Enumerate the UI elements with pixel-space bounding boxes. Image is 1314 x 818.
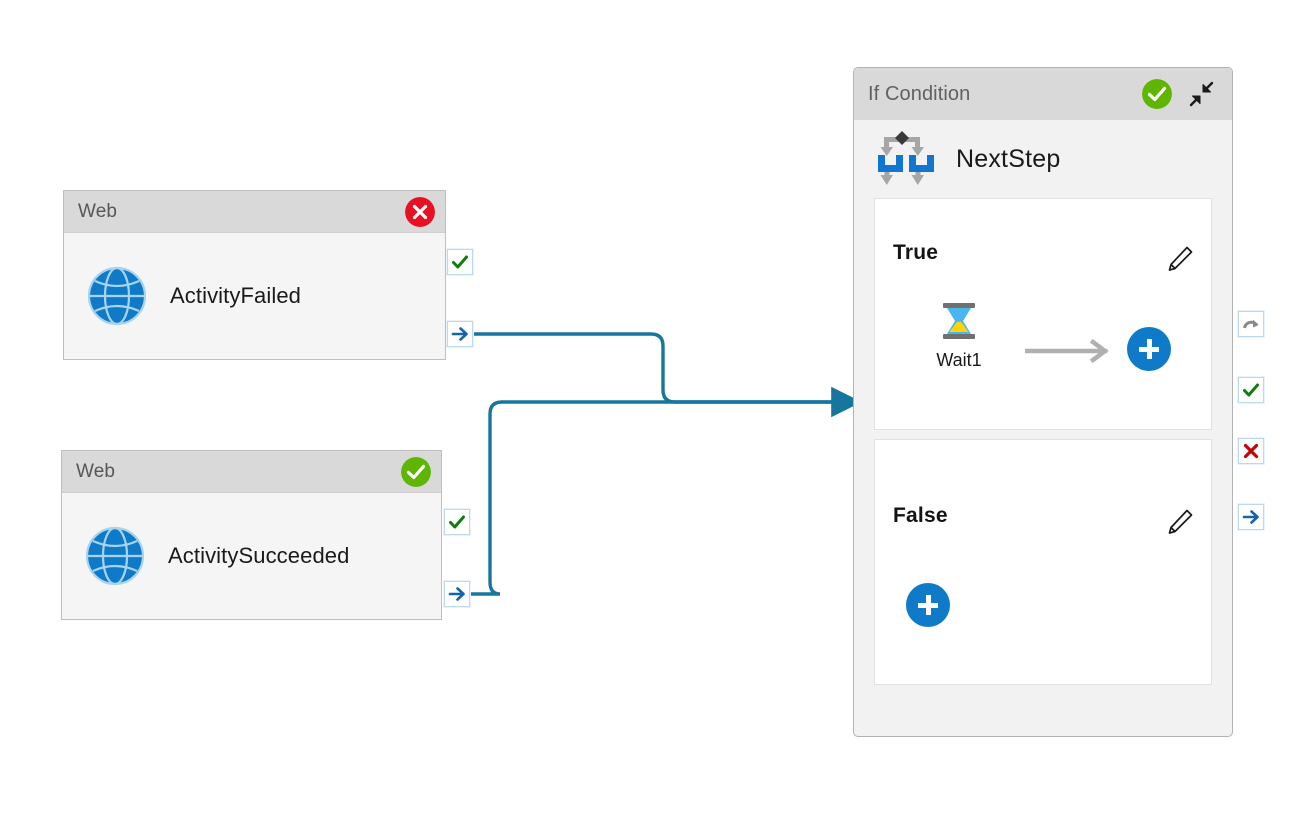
retry-arrow-icon xyxy=(1242,319,1259,329)
branch-title-true: True xyxy=(893,241,939,264)
arrow-right-icon xyxy=(1242,510,1259,524)
step-label: NextStep xyxy=(956,144,1061,173)
success-handle-failed[interactable] xyxy=(447,249,473,275)
success-circle-icon xyxy=(1142,79,1172,109)
failure-handle-if[interactable] xyxy=(1238,438,1264,464)
card-title: Web xyxy=(76,460,116,482)
activity-node-wait1[interactable]: Wait1 xyxy=(911,299,1007,371)
success-handle-if[interactable] xyxy=(1238,377,1264,403)
card-header: Web xyxy=(64,191,445,233)
next-handle-if[interactable] xyxy=(1238,504,1264,530)
error-x-icon xyxy=(1243,443,1259,459)
success-handle-succeeded[interactable] xyxy=(444,509,470,535)
collapse-diagonal-icon[interactable] xyxy=(1186,79,1216,109)
arrow-right-icon xyxy=(448,587,465,601)
hourglass-icon xyxy=(943,303,975,339)
node-label: Wait1 xyxy=(936,350,982,370)
next-handle-succeeded[interactable] xyxy=(444,581,470,607)
check-icon xyxy=(452,255,468,269)
card-body: ActivityFailed xyxy=(64,233,445,359)
add-activity-true-button[interactable] xyxy=(1127,327,1171,371)
activity-card-succeeded[interactable]: Web ActivitySucceeded xyxy=(61,450,442,620)
add-activity-false-button[interactable] xyxy=(906,583,950,627)
panel-title: If Condition xyxy=(868,82,971,105)
branch-title-false: False xyxy=(893,504,948,527)
wire-succeeded-to-if xyxy=(470,386,862,596)
success-circle-icon xyxy=(401,456,431,487)
card-label: ActivityFailed xyxy=(170,283,301,308)
card-title: Web xyxy=(78,200,118,222)
branch-false[interactable]: False xyxy=(874,439,1212,685)
arrow-right-icon xyxy=(451,327,468,341)
card-header: Web xyxy=(62,451,441,493)
globe-icon xyxy=(87,266,147,326)
retry-handle-if[interactable] xyxy=(1238,311,1264,337)
if-condition-panel[interactable]: If Condition xyxy=(853,67,1233,737)
pencil-icon[interactable] xyxy=(1165,244,1195,274)
wire-failed-to-if xyxy=(474,332,838,404)
check-icon xyxy=(449,515,465,529)
next-handle-failed[interactable] xyxy=(447,321,473,347)
activity-card-failed[interactable]: Web ActivityFailed xyxy=(63,190,446,360)
check-icon xyxy=(1243,383,1259,397)
card-body: ActivitySucceeded xyxy=(62,493,441,619)
if-condition-header: If Condition xyxy=(854,68,1232,120)
globe-icon xyxy=(85,526,145,586)
branch-true[interactable]: True Wait1 xyxy=(874,198,1212,430)
pencil-icon[interactable] xyxy=(1165,507,1195,537)
if-condition-step: NextStep xyxy=(854,120,1232,198)
card-label: ActivitySucceeded xyxy=(168,543,350,568)
branch-icon xyxy=(878,131,934,185)
arrow-right-gray-icon xyxy=(1025,339,1109,363)
error-circle-icon xyxy=(405,196,435,227)
